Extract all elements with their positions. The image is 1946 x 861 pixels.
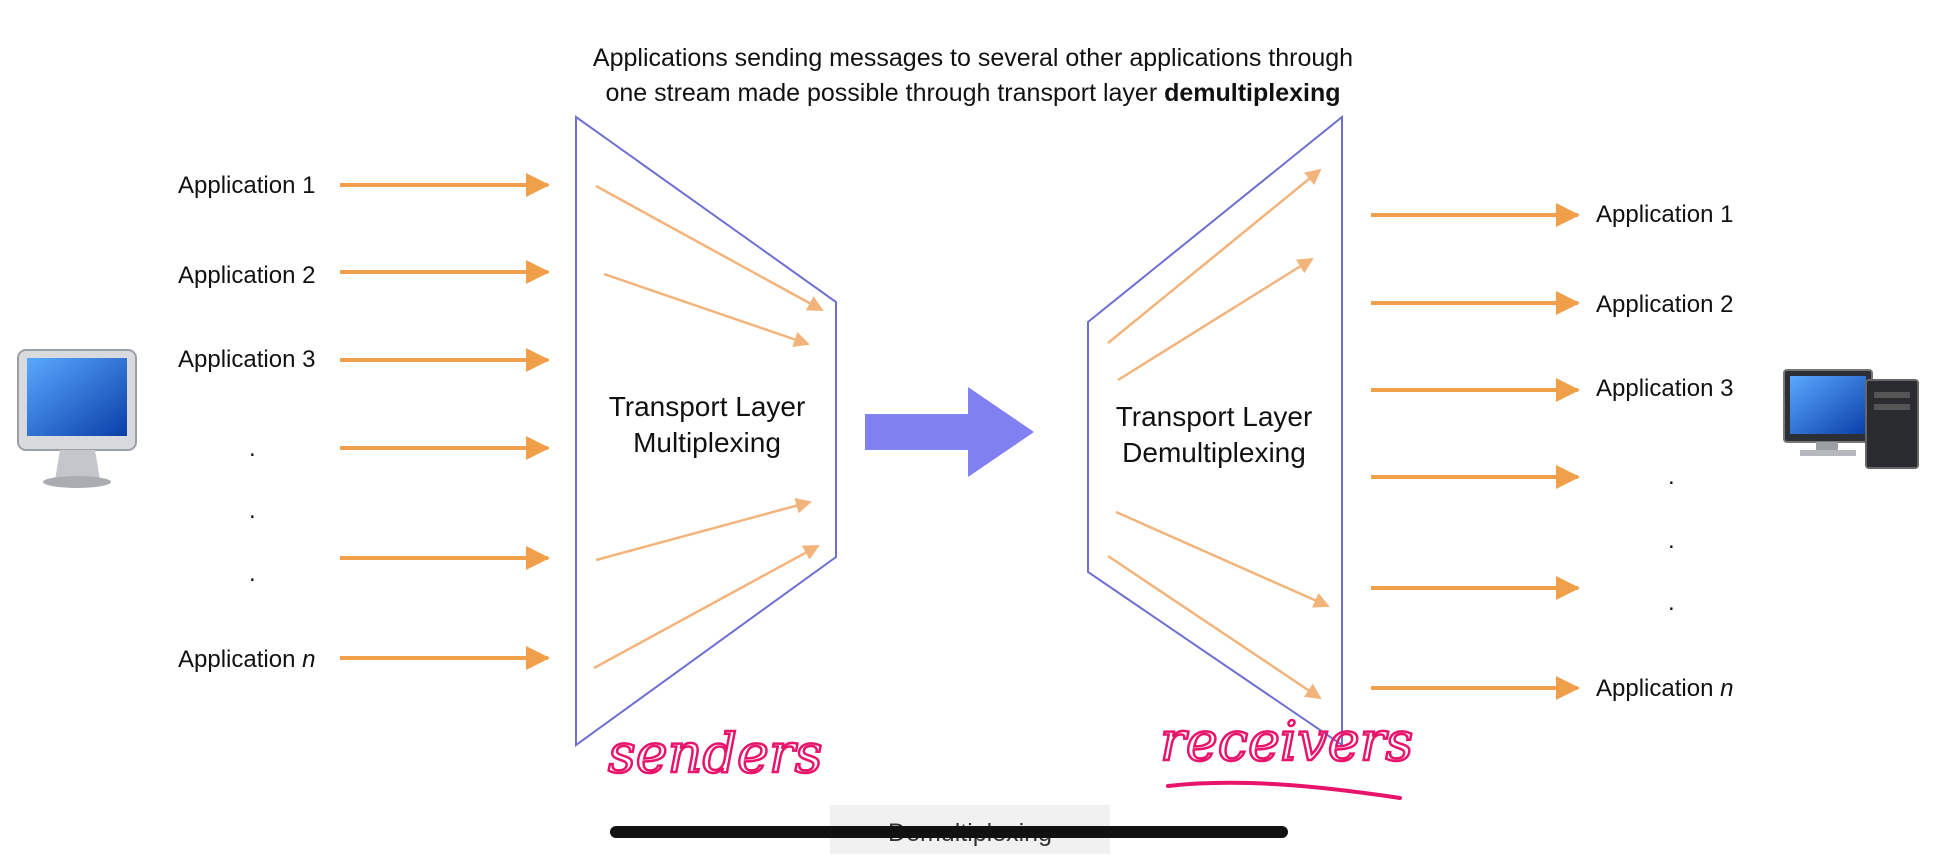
demultiplexer-inner-arrows <box>1107 168 1330 700</box>
demultiplexer-trapezoid <box>1087 114 1343 747</box>
caption-line-1: Applications sending messages to several… <box>593 44 1353 72</box>
svg-text:receivers: receivers <box>1160 710 1413 773</box>
right-output-arrows <box>1371 203 1580 700</box>
left-ellipsis-1: . <box>249 435 256 462</box>
big-right-arrow <box>865 387 1034 477</box>
imac-computer-icon <box>17 349 137 488</box>
caption-bold-term: demultiplexing <box>1164 79 1340 107</box>
right-app-1-label: Application 1 <box>1596 201 1733 228</box>
multiplexer-inner-arrows <box>593 184 824 670</box>
left-ellipsis-3: . <box>249 560 256 587</box>
caption-line-2-text: one stream made possible through transpo… <box>605 79 1164 107</box>
multiplexer-label-line-2: Multiplexing <box>633 427 781 458</box>
home-indicator-bar[interactable] <box>610 826 1288 838</box>
left-app-n-label: Application n <box>178 646 315 673</box>
left-ellipsis-2: . <box>249 497 256 524</box>
right-app-n-label: Application n <box>1596 675 1733 702</box>
demultiplexer-label-line-2: Demultiplexing <box>1122 437 1306 468</box>
left-input-arrows <box>340 173 550 670</box>
svg-text:senders: senders <box>608 722 823 785</box>
right-app-3-label: Application 3 <box>1596 375 1733 402</box>
desktop-tower-computer-icon <box>1783 369 1919 469</box>
right-ellipsis-1: . <box>1668 463 1675 490</box>
right-app-2-label: Application 2 <box>1596 291 1733 318</box>
left-app-2-label: Application 2 <box>178 262 315 289</box>
right-ellipsis-3: . <box>1668 589 1675 616</box>
demultiplexer-label-line-1: Transport Layer <box>1116 401 1313 432</box>
multiplexer-trapezoid <box>575 115 837 747</box>
right-ellipsis-2: . <box>1668 527 1675 554</box>
left-app-1-label: Application 1 <box>178 172 315 199</box>
handwritten-underline <box>1166 780 1402 800</box>
handwritten-annotation-receivers: receivers <box>1159 709 1414 800</box>
handwritten-annotation-senders: senders <box>607 721 824 787</box>
caption-line-2: one stream made possible through transpo… <box>605 79 1340 107</box>
multiplexer-label-line-1: Transport Layer <box>609 391 806 422</box>
left-app-3-label: Application 3 <box>178 346 315 373</box>
